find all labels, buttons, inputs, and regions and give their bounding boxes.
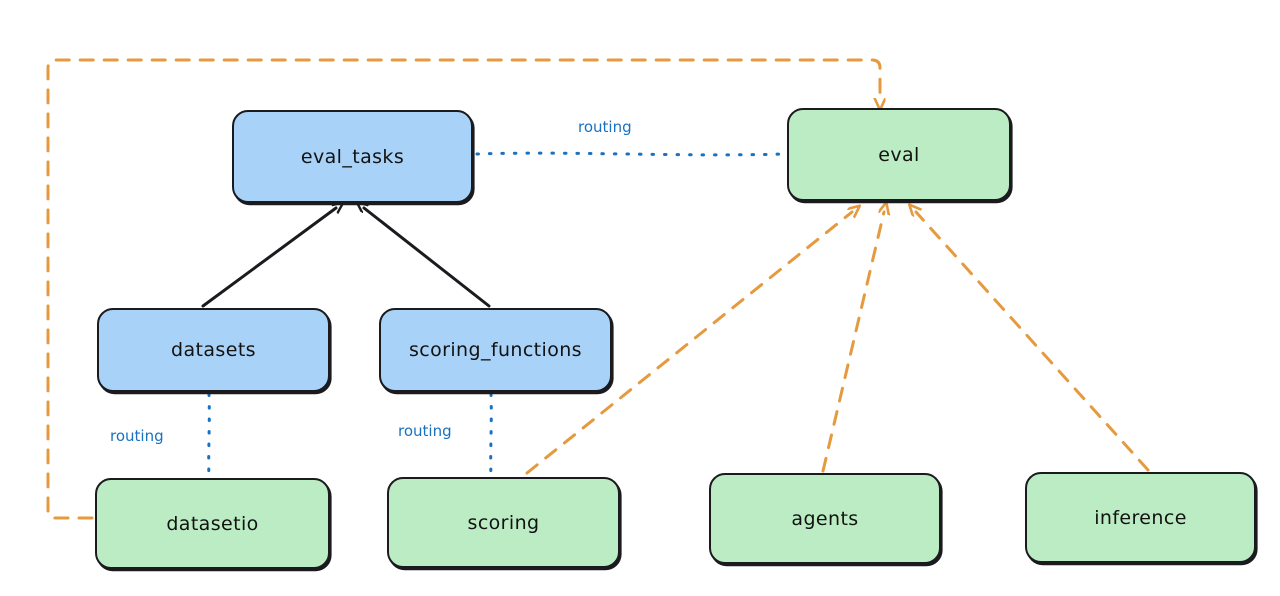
node-label: datasetio <box>166 512 259 535</box>
node-label: eval <box>878 143 920 166</box>
edge-datasets-eval_tasks <box>201 208 336 308</box>
edge-eval_tasks-eval <box>475 151 785 157</box>
node-datasets[interactable]: datasets <box>97 308 330 392</box>
node-eval-tasks[interactable]: eval_tasks <box>232 110 473 203</box>
node-eval[interactable]: eval <box>787 108 1011 201</box>
edge-label-routing-datasets: routing <box>110 427 164 445</box>
node-scoring-functions[interactable]: scoring_functions <box>379 308 612 392</box>
node-inference[interactable]: inference <box>1025 472 1256 563</box>
node-label: eval_tasks <box>300 145 405 168</box>
edge-agents-eval <box>821 212 884 473</box>
node-datasetio[interactable]: datasetio <box>95 478 330 569</box>
node-label: scoring_functions <box>409 339 582 361</box>
edge-label-routing-scoring-functions: routing <box>398 422 452 440</box>
edge-inference-eval <box>916 212 1150 472</box>
edge-datasets-datasetio <box>207 392 211 478</box>
node-label: inference <box>1094 506 1187 529</box>
edge-label-routing-eval-tasks: routing <box>578 118 632 136</box>
edge-scoring_functions-scoring <box>489 392 493 477</box>
node-label: datasets <box>171 339 256 361</box>
node-label: agents <box>791 507 859 530</box>
node-label: scoring <box>467 511 540 534</box>
edge-scoring_functions-eval_tasks <box>364 208 491 308</box>
node-agents[interactable]: agents <box>709 473 941 564</box>
node-scoring[interactable]: scoring <box>387 477 620 568</box>
